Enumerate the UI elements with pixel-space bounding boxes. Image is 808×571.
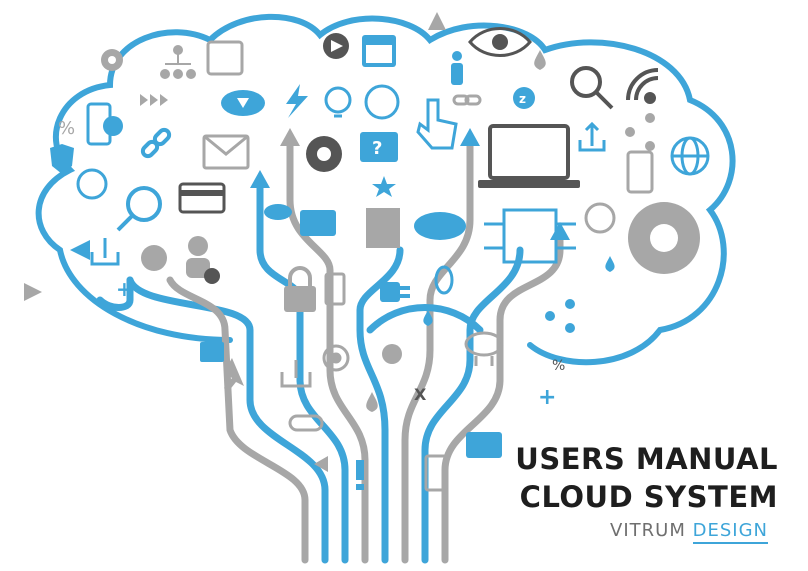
- cloud-download-icon: [586, 204, 614, 232]
- hierarchy-icon: [161, 46, 195, 78]
- arrow-circle-icon: [323, 33, 349, 59]
- gear-icon: [628, 202, 700, 274]
- unlock-icon: [200, 342, 224, 362]
- phone-icon: [88, 104, 123, 144]
- download-icon: [282, 360, 310, 386]
- search-icon: [572, 68, 612, 108]
- percent-icon: %: [58, 118, 75, 139]
- email-icon: [204, 136, 248, 168]
- link-icon: [454, 96, 480, 104]
- wifi-icon: [628, 70, 658, 102]
- help-chat-icon: ?: [360, 132, 398, 162]
- drop-icon: [366, 392, 378, 412]
- upload-icon: [92, 238, 118, 264]
- svg-text:z: z: [519, 92, 526, 106]
- lightning-icon: [286, 84, 308, 118]
- search-icon: [118, 188, 160, 230]
- document-title-line-2: CLOUD SYSTEM: [520, 480, 778, 514]
- star-icon: [372, 176, 396, 197]
- arrow-right-icon: [24, 283, 42, 301]
- trunk-line-4: [405, 140, 470, 560]
- drop-icon: [605, 256, 614, 272]
- chat-icon: [300, 210, 336, 236]
- calculator-icon: [208, 42, 242, 74]
- person-icon: [451, 51, 463, 85]
- calendar-icon: [362, 35, 396, 67]
- pie-chart-icon: [382, 344, 402, 364]
- arrow-up-icon: [428, 12, 446, 30]
- cloud-icon: [264, 204, 292, 220]
- cloud-icon: [414, 212, 466, 240]
- sleep-icon: z: [513, 87, 535, 109]
- pie-chart-icon: [141, 245, 167, 271]
- bulb-icon: [326, 88, 350, 116]
- aperture-icon: [366, 86, 398, 118]
- percent-icon: %: [552, 358, 565, 374]
- aperture-icon: [78, 170, 106, 198]
- tablet-icon: [628, 152, 652, 192]
- arrow-left-icon: [70, 240, 90, 260]
- play-arrows-icon: [140, 94, 168, 106]
- svg-text:?: ?: [372, 138, 382, 159]
- trunk-line-8: [170, 280, 305, 560]
- arrow-up-icon: [250, 170, 270, 188]
- close-icon: X: [414, 385, 427, 404]
- link-icon: [141, 128, 171, 158]
- eye-icon: [470, 29, 530, 56]
- upload-icon: [580, 124, 604, 150]
- share-icon: [625, 113, 655, 151]
- document-title-line-1: USERS MANUAL: [515, 442, 778, 476]
- arrow-up-icon: [280, 128, 300, 146]
- laptop-icon: [478, 126, 580, 188]
- gear-icon: [306, 136, 342, 172]
- lock-icon: [284, 268, 316, 312]
- cloud-download-icon: [221, 90, 265, 116]
- credit-card-icon: [180, 184, 224, 212]
- arrow-up-icon: [460, 128, 480, 146]
- plus-icon: +: [116, 277, 133, 301]
- chart-icon: [366, 208, 400, 248]
- brand-logo: VITRUM DESIGN: [610, 520, 768, 541]
- user-gear-icon: [186, 236, 220, 284]
- gear-icon: [101, 49, 123, 71]
- keyboard-icon: [466, 432, 502, 458]
- share-icon: [545, 299, 575, 333]
- globe-hands-icon: [672, 138, 708, 174]
- exclamation-icon: [356, 460, 364, 490]
- brand-name-part-2: DESIGN: [693, 520, 768, 544]
- brand-name-part-1: VITRUM: [610, 520, 686, 541]
- plus-icon: +: [538, 385, 556, 410]
- cursor-hand-icon: [418, 100, 456, 148]
- plug-icon: [380, 282, 410, 302]
